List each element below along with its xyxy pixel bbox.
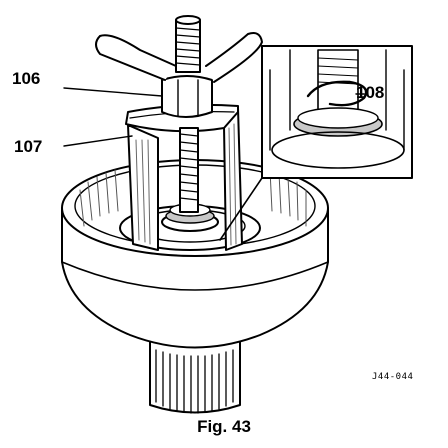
leader-106 [63, 87, 163, 97]
output-gear [149, 329, 241, 414]
figure-caption: Fig. 43 [197, 417, 251, 436]
threaded-spindle [179, 127, 199, 213]
callout-106: 106 [12, 69, 41, 88]
leader-107 [63, 135, 133, 147]
leader-lines [63, 87, 365, 147]
callout-108: 108 [356, 83, 385, 102]
reference-code: J44-044 [372, 372, 414, 382]
detail-inset [219, 45, 413, 241]
wing-nut-106 [95, 15, 263, 118]
callout-107: 107 [14, 137, 43, 156]
